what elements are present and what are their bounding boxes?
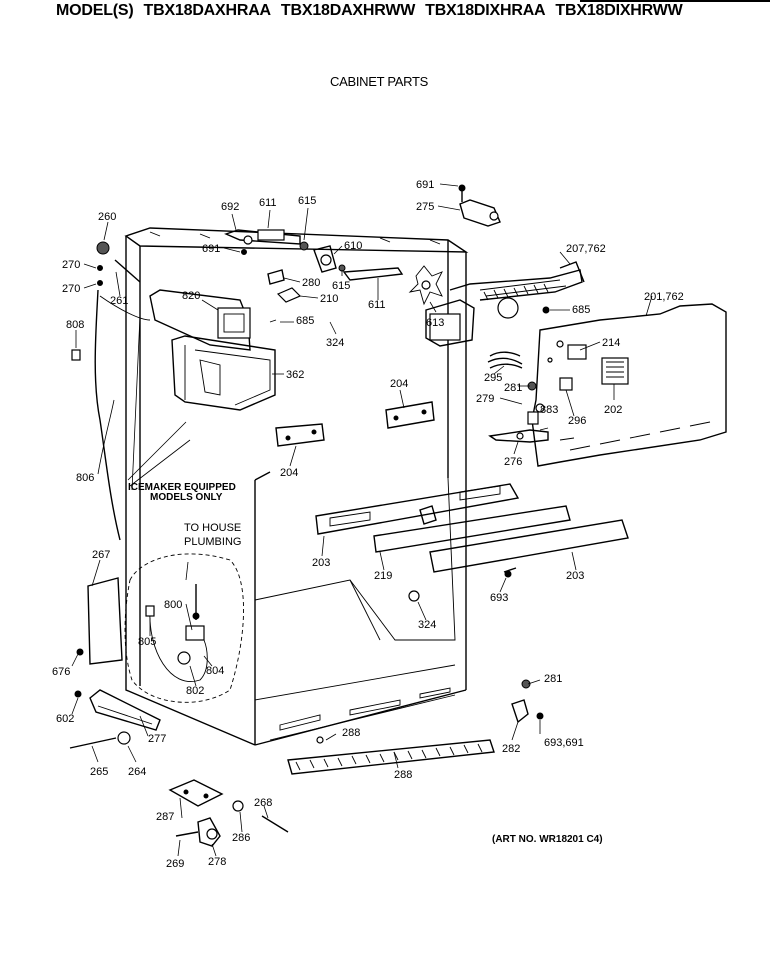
part-label: 676 — [52, 666, 70, 678]
top-hardware — [224, 184, 501, 303]
part-label: 264 — [128, 766, 146, 778]
part-label: 276 — [504, 456, 522, 468]
part-label: 204 — [280, 467, 298, 479]
part-label: 693 — [490, 592, 508, 604]
part-label: 324 — [418, 619, 436, 631]
model-number: TBX18DAXHRAA — [143, 2, 272, 19]
part-label: 800 — [164, 599, 182, 611]
part-label: 281 — [504, 382, 522, 394]
divider-rails — [315, 483, 629, 602]
part-label: 808 — [66, 319, 84, 331]
model-number: TBX18DAXHRWW — [280, 2, 416, 19]
part-label: 281 — [544, 673, 562, 685]
part-label: 615 — [298, 195, 316, 207]
part-label: 280 — [302, 277, 320, 289]
plumbing-note-line2: PLUMBING — [184, 536, 241, 548]
leader-lines — [71, 183, 653, 857]
part-label: 693,691 — [544, 737, 584, 749]
part-label: 613 — [426, 317, 444, 329]
part-label: 275 — [416, 201, 434, 213]
part-label: 278 — [208, 856, 226, 868]
part-label: 288 — [342, 727, 360, 739]
part-label: 214 — [602, 337, 620, 349]
icemaker-note-line1: ICEMAKER EQUIPPED — [128, 482, 236, 493]
part-label: 288 — [394, 769, 412, 781]
part-label: 883 — [540, 404, 558, 416]
part-label: 261 — [110, 295, 128, 307]
part-label: 324 — [326, 337, 344, 349]
part-label: 602 — [56, 713, 74, 725]
part-label: 615 — [332, 280, 350, 292]
part-label: 203 — [566, 570, 584, 582]
part-label: 207,762 — [566, 243, 606, 255]
mullion-brackets — [275, 401, 435, 447]
part-label: 685 — [572, 304, 590, 316]
water-tubing — [71, 241, 151, 541]
side-panel — [74, 577, 123, 698]
part-label: 805 — [138, 636, 156, 648]
model-number: TBX18DIXHRAA — [425, 2, 546, 19]
part-label: 691 — [202, 243, 220, 255]
part-label: 362 — [286, 369, 304, 381]
part-label: 692 — [221, 201, 239, 213]
art-number: (ART NO. WR18201 C4) — [492, 834, 603, 845]
water-valve-area — [124, 553, 244, 703]
part-label: 806 — [76, 472, 94, 484]
part-label: 202 — [604, 404, 622, 416]
part-label: 286 — [232, 832, 250, 844]
part-label: 611 — [368, 299, 386, 311]
part-label: 268 — [254, 797, 272, 809]
diagram-notes: ICEMAKER EQUIPPED MODELS ONLY TO HOUSE P… — [128, 482, 241, 548]
part-label: 267 — [92, 549, 110, 561]
part-label: 269 — [166, 858, 184, 870]
part-label: 279 — [476, 393, 494, 405]
part-label: 219 — [374, 570, 392, 582]
part-label: 610 — [344, 240, 362, 252]
part-label: 820 — [182, 290, 200, 302]
part-label: 277 — [148, 733, 166, 745]
plumbing-note-line1: TO HOUSE — [184, 522, 241, 534]
part-label: 270 — [62, 259, 80, 271]
part-label: 295 — [484, 372, 502, 384]
part-label: 260 — [98, 211, 116, 223]
part-label: 265 — [90, 766, 108, 778]
part-label: 204 — [390, 378, 408, 390]
fan-assembly — [408, 261, 585, 347]
section-title: CABINET PARTS — [330, 74, 428, 89]
bottom-parts — [69, 679, 544, 847]
model-prefix: MODEL(S) — [56, 2, 134, 19]
part-label: 685 — [296, 315, 314, 327]
part-label: 270 — [62, 283, 80, 295]
part-label: 282 — [502, 743, 520, 755]
model-header: MODEL(S) TBX18DAXHRAA TBX18DAXHRWW TBX18DIX… — [56, 2, 693, 20]
icemaker-note-line2: MODELS ONLY — [150, 492, 223, 503]
part-label: 203 — [312, 557, 330, 569]
model-number: TBX18DIXHRWW — [555, 2, 683, 19]
callout-labels: 691 275 692 611 615 260 691 610 207,762 … — [52, 179, 684, 870]
control-panel — [487, 303, 727, 467]
part-label: 296 — [568, 415, 586, 427]
part-label: 611 — [259, 197, 277, 209]
icemaker-assembly — [149, 289, 276, 411]
part-label: 802 — [186, 685, 204, 697]
header-rule — [580, 0, 770, 2]
part-label: 287 — [156, 811, 174, 823]
part-label: 201,762 — [644, 291, 684, 303]
part-label: 691 — [416, 179, 434, 191]
part-label: 804 — [206, 665, 224, 677]
part-label: 210 — [320, 293, 338, 305]
